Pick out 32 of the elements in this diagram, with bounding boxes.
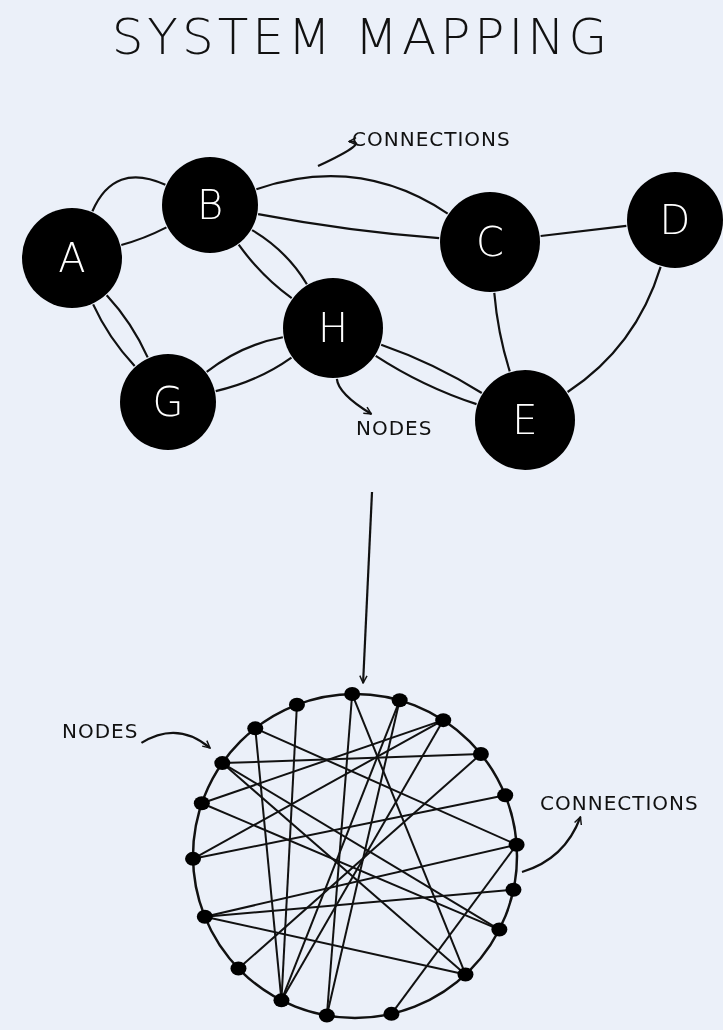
connection-line xyxy=(256,175,449,215)
connection-line xyxy=(493,292,511,372)
leader-line xyxy=(317,137,357,167)
node-letter: G xyxy=(152,379,184,425)
connection-line xyxy=(251,229,308,285)
node-letter: D xyxy=(659,197,691,243)
node-letter: B xyxy=(196,182,224,228)
leader-line xyxy=(335,378,373,415)
connection-line xyxy=(375,354,477,406)
callout-text: CONNECTIONS xyxy=(540,792,699,814)
down-arrow xyxy=(359,491,374,684)
callout-text: NODES xyxy=(62,720,139,742)
callout-text: NODES xyxy=(356,417,433,439)
node-letter: C xyxy=(476,219,504,265)
node-letter: H xyxy=(317,305,349,351)
connection-line xyxy=(567,266,662,393)
connection-line xyxy=(92,303,136,367)
leader-line xyxy=(521,816,582,874)
connection-line xyxy=(540,224,627,238)
node-letter: A xyxy=(58,235,86,281)
connection-line xyxy=(105,294,149,358)
connection-line xyxy=(257,213,440,240)
callout-text: CONNECTIONS xyxy=(352,128,511,150)
connection-line xyxy=(237,244,293,299)
title: SYSTEM MAPPING xyxy=(110,8,613,66)
connection-line xyxy=(380,343,483,394)
connection-line xyxy=(215,356,293,393)
connection-line xyxy=(121,226,167,246)
node-letter: E xyxy=(512,397,538,443)
leader-line xyxy=(140,731,211,749)
connection-line xyxy=(206,336,284,373)
connection-line xyxy=(91,176,166,212)
